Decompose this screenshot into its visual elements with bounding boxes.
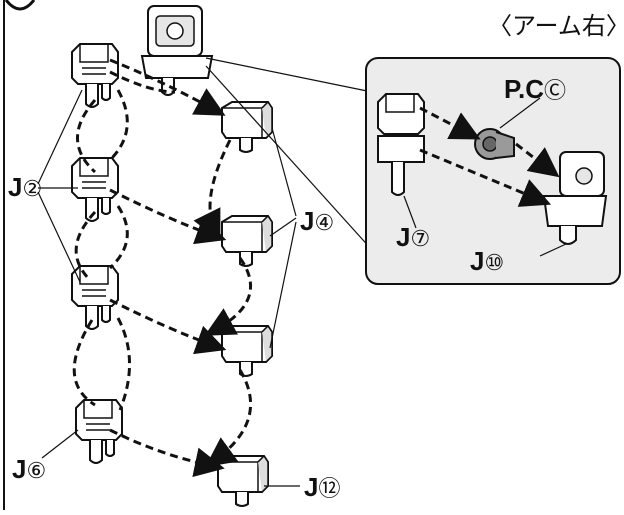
label-j4-number: ④ (314, 210, 335, 235)
label-j6: J⑥ (12, 456, 46, 482)
inset-box (365, 57, 621, 285)
label-j4-letter: J (300, 206, 315, 236)
label-j2: J② (8, 174, 42, 200)
label-j10-letter: J (470, 246, 485, 276)
label-j6-letter: J (12, 454, 27, 484)
head-part (140, 5, 214, 96)
label-j6-number: ⑥ (26, 458, 47, 483)
label-j12-letter: J (304, 472, 319, 502)
label-pc-text: P.C (504, 74, 544, 104)
inset-leaders (403, 97, 567, 257)
label-pc: P.CⒸ (504, 76, 566, 102)
block-j4-top (221, 101, 273, 153)
callout-line-top (205, 57, 373, 93)
leader-lines (37, 89, 300, 487)
block-j4-mid (221, 215, 273, 267)
label-j7-letter: J (396, 222, 411, 252)
corner-mark (4, 0, 36, 11)
callout-line-bottom (205, 65, 373, 251)
block-j12 (217, 455, 269, 507)
clip-j2-bottom (71, 265, 119, 330)
inset-head-j10 (542, 151, 608, 245)
inset-clip-j7 (377, 93, 425, 196)
label-j10-number: ⑩ (484, 250, 505, 275)
label-pc-symbol: Ⓒ (544, 78, 567, 103)
pc-part (474, 128, 515, 160)
label-j10: J⑩ (470, 248, 504, 274)
label-j4: J④ (300, 208, 334, 234)
label-j7-number: ⑦ (410, 226, 431, 251)
label-j2-number: ② (22, 176, 43, 201)
assembly-paths (72, 58, 253, 478)
inset-paths (419, 106, 560, 207)
page-title: 〈アーム右〉 (488, 12, 624, 40)
label-j7: J⑦ (396, 224, 430, 250)
label-j2-letter: J (8, 172, 23, 202)
label-j12-number: ⑫ (318, 476, 341, 501)
block-j4-bottom (221, 325, 273, 377)
label-j12: J⑫ (304, 474, 340, 500)
